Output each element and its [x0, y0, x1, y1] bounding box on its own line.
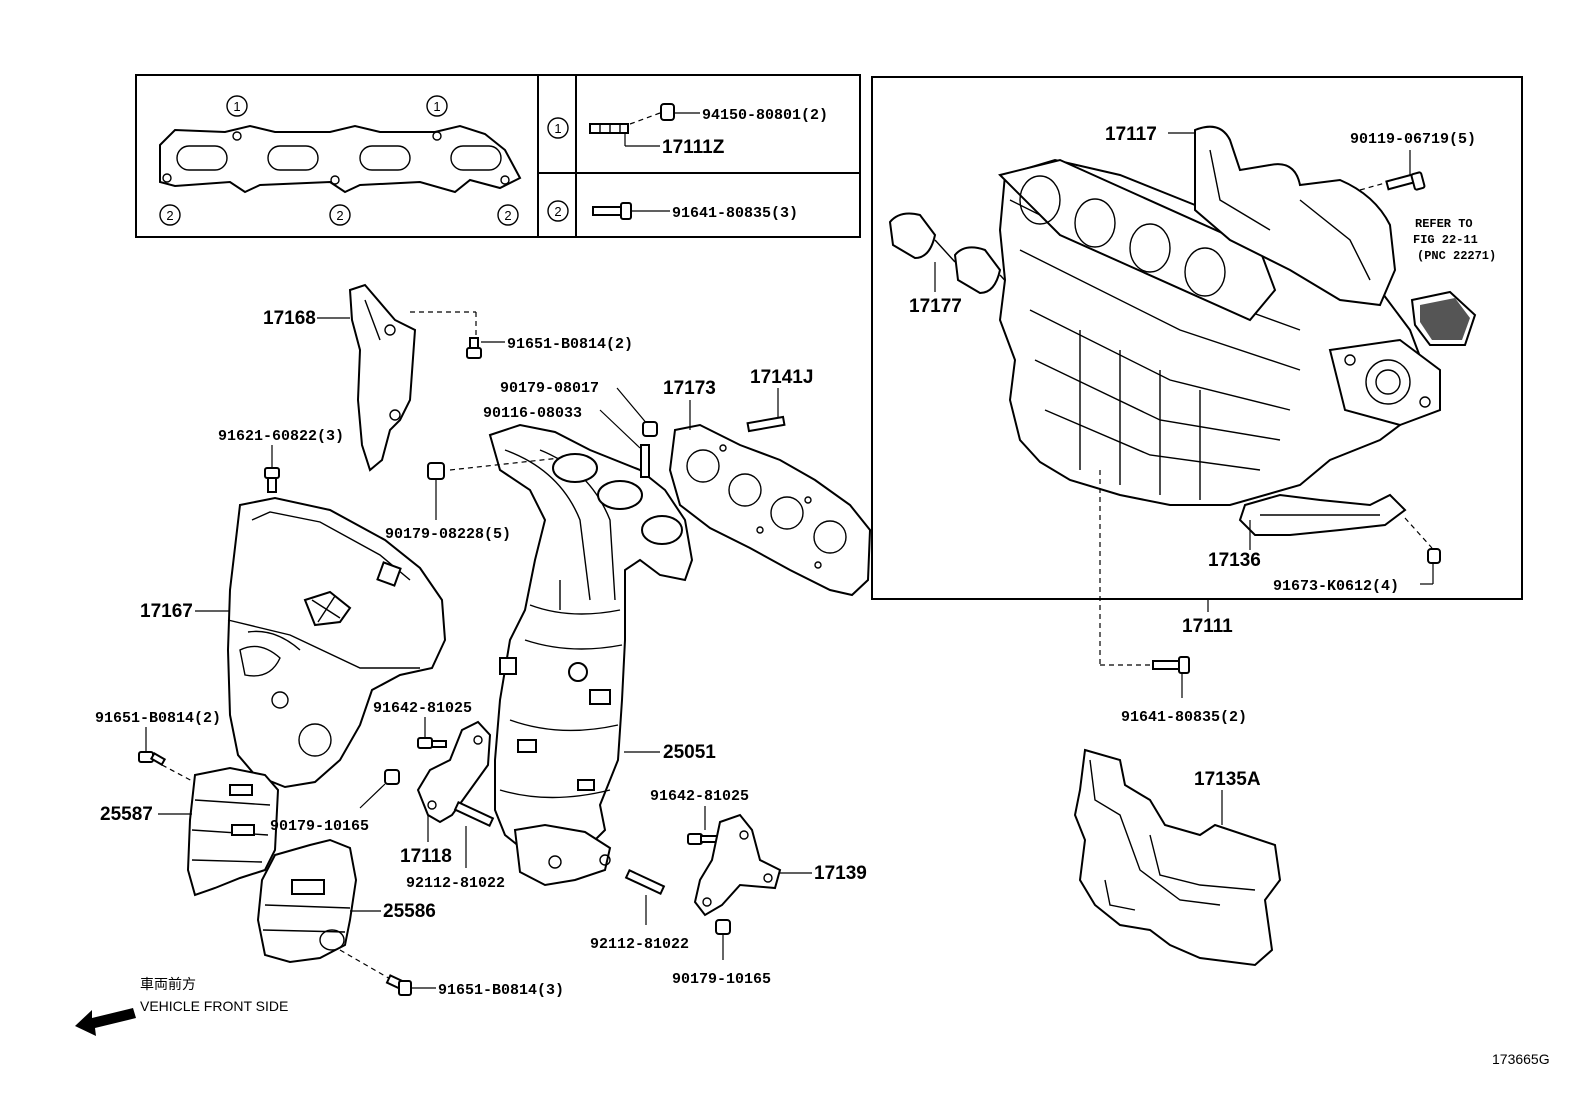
insulator-17168: [348, 283, 417, 472]
label-25586: 25586: [383, 901, 436, 922]
label-17136: 17136: [1208, 550, 1261, 571]
stud-92112a-icon: [453, 801, 495, 827]
label-17139: 17139: [814, 863, 867, 884]
insulator-25586: [256, 838, 358, 964]
figure-id: 173665G: [1492, 1051, 1550, 1067]
intake-manifold-body: [998, 158, 1441, 506]
label-91651-B0814-2b: 91651-B0814(2): [95, 710, 221, 727]
referenced-part-icon: [1410, 290, 1477, 346]
label-90179-08017: 90179-08017: [500, 380, 599, 397]
label-17173: 17173: [663, 378, 716, 399]
label-90179-10165b: 90179-10165: [672, 971, 771, 988]
nut-90179d-icon: [715, 919, 731, 935]
label-25051: 25051: [663, 742, 716, 763]
bracket-17139: [693, 813, 782, 917]
label-17135A: 17135A: [1194, 769, 1261, 790]
label-25587: 25587: [100, 804, 153, 825]
label-90116-08033: 90116-08033: [483, 405, 582, 422]
svg-text:2: 2: [554, 204, 561, 219]
circle-marker-2-right: 2: [497, 204, 519, 226]
label-91641-80835-3: 91641-80835(3): [672, 205, 798, 222]
label-17177: 17177: [909, 296, 962, 317]
label-17117: 17117: [1105, 124, 1157, 145]
bracket-17136: [1238, 493, 1407, 536]
refer-note-line2: FIG 22-11: [1413, 233, 1478, 247]
engine-cover-17117: [1194, 125, 1397, 307]
bracket-17118: [416, 720, 492, 824]
svg-text:2: 2: [166, 208, 173, 223]
direction-label-english: VEHICLE FRONT SIDE: [140, 998, 288, 1014]
legend-row-1-marker: 1: [547, 117, 569, 139]
label-17111: 17111: [1182, 616, 1233, 637]
svg-text:1: 1: [433, 99, 440, 114]
label-90179-08228: 90179-08228(5): [385, 526, 511, 543]
insulator-17167: [226, 496, 447, 789]
label-94150-80801: 94150-80801(2): [702, 107, 828, 124]
refer-note-line3: (PNC 22271): [1417, 249, 1496, 263]
stud-92112b-icon: [624, 869, 666, 895]
bolt-91642b-icon: [687, 833, 718, 845]
svg-text:2: 2: [504, 208, 511, 223]
bolt-91651c-icon: [385, 974, 412, 996]
bolt-91673-icon: [1427, 548, 1441, 564]
label-91651-B0814-2a: 91651-B0814(2): [507, 336, 633, 353]
label-17111Z: 17111Z: [662, 137, 725, 158]
label-91651-B0814-3: 91651-B0814(3): [438, 982, 564, 999]
bolt-icon: [592, 202, 632, 220]
insulator-17135A: [1073, 748, 1282, 967]
bolt-91651b-icon: [138, 751, 167, 766]
stud-icon: [589, 123, 629, 134]
circle-marker-2-left: 2: [159, 204, 181, 226]
intake-manifold-box: 90119-06719(5) REFER TO FIG 22-11 (PNC 2…: [871, 76, 1523, 666]
stud-90116-icon: [640, 444, 650, 478]
label-90119-06719: 90119-06719(5): [1350, 131, 1476, 148]
insulator-25587: [186, 766, 280, 897]
label-17141J: 17141J: [750, 367, 813, 388]
bolt-91621-icon: [264, 467, 280, 493]
circle-marker-1-right: 1: [426, 95, 448, 117]
bolt-90119-icon: [1385, 171, 1426, 191]
label-91621-60822: 91621-60822(3): [218, 428, 344, 445]
stud-17141J-icon: [746, 415, 786, 433]
label-92112-81022a: 92112-81022: [406, 875, 505, 892]
svg-text:1: 1: [233, 99, 240, 114]
bolt-91651a-icon: [466, 337, 482, 359]
label-91673-K0612: 91673-K0612(4): [1273, 578, 1399, 595]
nut-icon: [660, 103, 675, 121]
nut-90179c-icon: [384, 769, 400, 785]
manifold-gasket-drawing: [159, 124, 522, 194]
circle-marker-2-mid: 2: [329, 204, 351, 226]
bolt-91642a-icon: [417, 737, 447, 749]
label-17168: 17168: [263, 308, 316, 329]
nut-90179a-icon: [642, 421, 658, 437]
label-91642-81025a: 91642-81025: [373, 700, 472, 717]
legend-row-2-marker: 2: [547, 200, 569, 222]
arrow-left-icon: [75, 1008, 136, 1036]
svg-text:1: 1: [554, 121, 561, 136]
nut-90179b-icon: [427, 462, 445, 480]
label-90179-10165a: 90179-10165: [270, 818, 369, 835]
legend-box: 1 1 2 2 2 1 2: [135, 74, 861, 238]
label-91642-81025b: 91642-81025: [650, 788, 749, 805]
circle-marker-1-left: 1: [226, 95, 248, 117]
bolt-91641-icon: [1152, 656, 1190, 674]
label-91641-80835-2: 91641-80835(2): [1121, 709, 1247, 726]
label-17118: 17118: [400, 846, 452, 867]
direction-label-japanese: 車両前方: [140, 976, 196, 992]
svg-text:2: 2: [336, 208, 343, 223]
label-92112-81022b: 92112-81022: [590, 936, 689, 953]
label-17167: 17167: [140, 601, 193, 622]
refer-note-line1: REFER TO: [1415, 217, 1473, 231]
exhaust-manifold-25051: [488, 423, 694, 887]
exhaust-gasket-17173: [668, 423, 872, 597]
